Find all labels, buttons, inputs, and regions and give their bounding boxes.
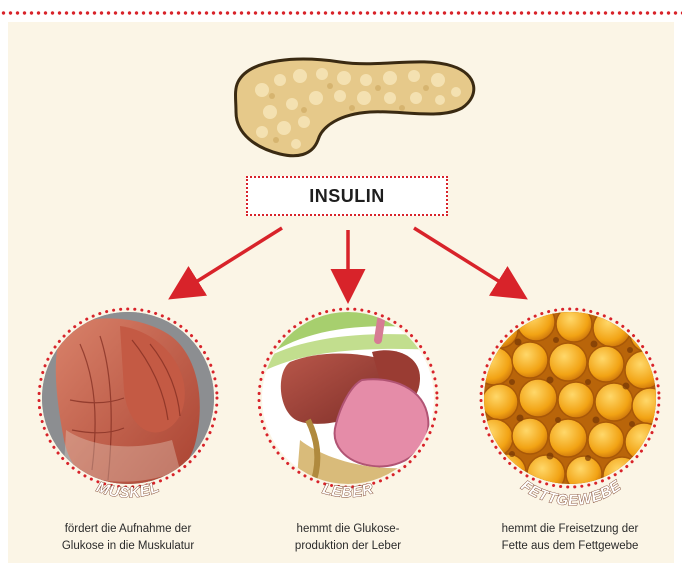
arrow-to-muscle — [180, 228, 282, 292]
insulin-label: INSULIN — [309, 186, 385, 207]
liver-circle: LEBER — [259, 300, 440, 501]
fat-caption: hemmt die Freisetzung der Fette aus dem … — [475, 521, 665, 555]
fat-tissue-icon — [475, 303, 668, 495]
arrow-to-fat — [414, 228, 516, 292]
muscle-circle: MUSKEL — [39, 309, 220, 502]
pancreas-icon — [236, 59, 474, 156]
liver-caption: hemmt die Glukose- produktion der Leber — [253, 521, 443, 555]
muscle-caption: fördert die Aufnahme der Glukose in die … — [33, 521, 223, 555]
insulin-box: INSULIN — [246, 176, 448, 216]
muscle-icon — [40, 310, 220, 494]
fat-circle: FETTGEWEBE — [475, 303, 668, 509]
